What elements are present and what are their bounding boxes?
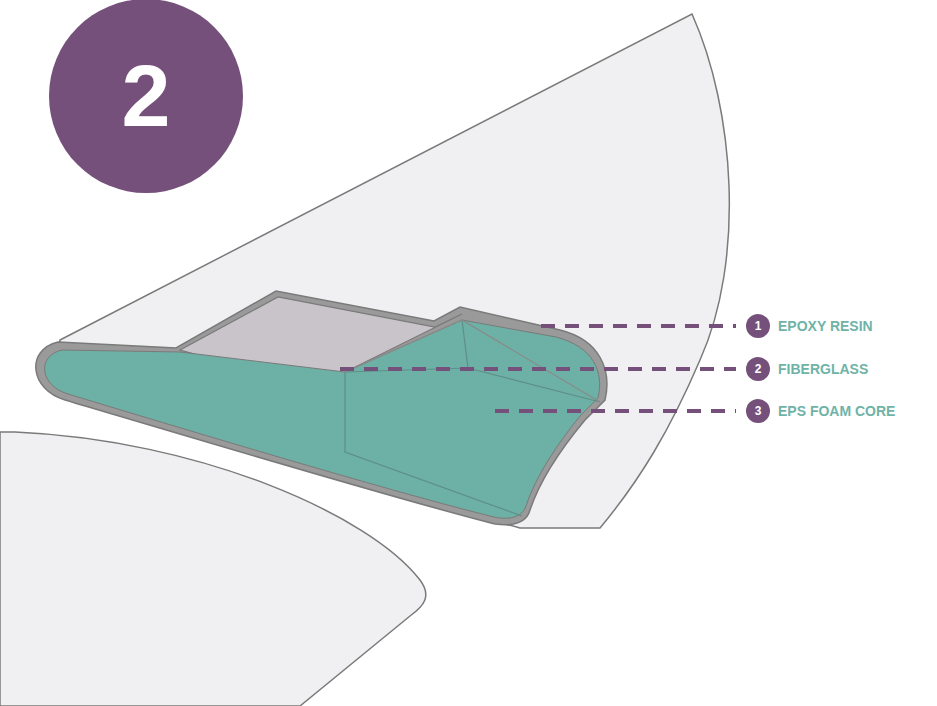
callout-number-text: 2 xyxy=(755,363,762,375)
callout-number-text: 3 xyxy=(755,405,762,417)
step-number-text: 2 xyxy=(122,52,171,140)
layer-label: EPS FOAM CORE xyxy=(778,404,895,418)
layer-label: FIBERGLASS xyxy=(778,362,868,376)
leader-line xyxy=(340,367,736,371)
leader-line xyxy=(541,324,736,328)
step-number: 2 xyxy=(49,0,243,193)
callout-number-text: 1 xyxy=(755,320,762,332)
callout-number: 3 xyxy=(746,399,770,423)
layer-label: EPOXY RESIN xyxy=(778,319,873,333)
callout-number: 1 xyxy=(746,314,770,338)
callout-number: 2 xyxy=(746,357,770,381)
leader-line xyxy=(495,409,736,413)
